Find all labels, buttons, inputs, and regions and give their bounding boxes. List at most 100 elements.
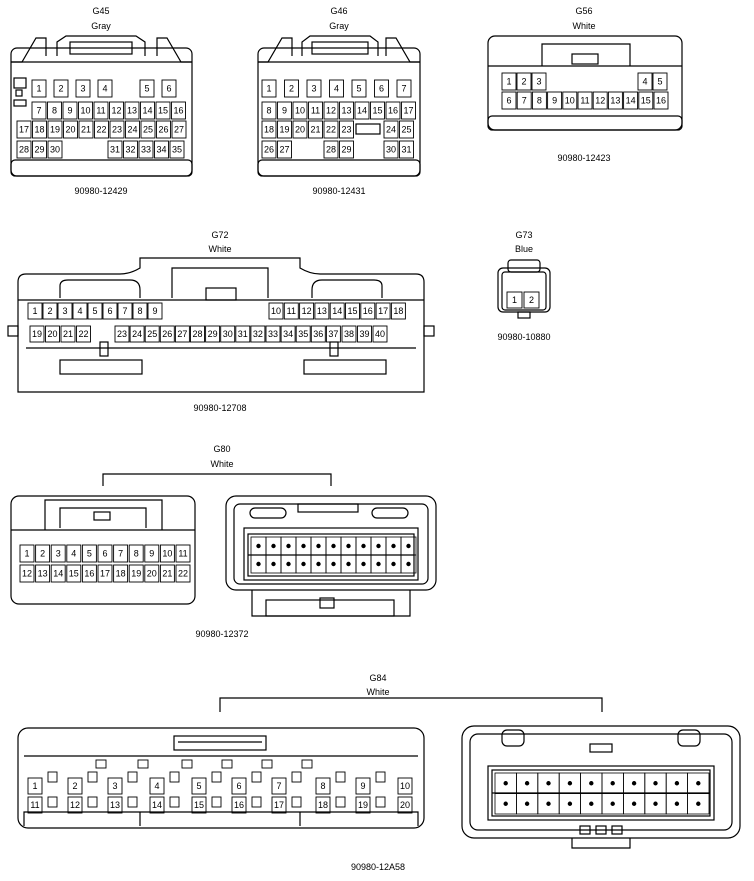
pin-cell: 16 (231, 796, 247, 814)
g84-bracket (219, 697, 603, 712)
pin-number: 4 (77, 306, 82, 316)
pin-number: 19 (131, 569, 141, 579)
terminal-dot (524, 801, 530, 806)
pin-number: 21 (81, 125, 91, 135)
pin-cell: 34 (154, 140, 169, 159)
pin-number: 26 (264, 145, 274, 155)
pin-number: 4 (102, 84, 107, 94)
g84-code: G84 (369, 673, 387, 683)
pin-cell: 13 (339, 101, 354, 120)
terminal-dot (610, 781, 615, 786)
slot (169, 771, 180, 783)
terminal-dot (316, 543, 321, 549)
pin-cell: 31 (107, 140, 123, 159)
pin-cell: 8 (47, 101, 62, 120)
pin-number: 3 (311, 84, 316, 94)
pin-cell: 14 (329, 302, 345, 320)
pin-cell: 2 (523, 291, 540, 309)
pin-cell: 20 (144, 564, 160, 583)
pin-cell: 7 (271, 777, 287, 795)
pin-cell: 28 (323, 140, 339, 159)
g56-color: White (572, 21, 596, 31)
pin-cell: 3 (50, 544, 66, 563)
pin-cell: 9 (144, 544, 160, 563)
pin-number: 15 (347, 306, 357, 316)
slot (87, 796, 98, 808)
slot (301, 759, 313, 769)
pin-number: 26 (162, 329, 172, 339)
pin-number: 15 (158, 106, 168, 116)
pin-cell: 2 (35, 544, 51, 563)
pin-cell: 27 (277, 140, 292, 159)
pin-number: 13 (110, 800, 120, 810)
pin-cell: 2 (42, 302, 58, 320)
g80-code: G80 (213, 444, 231, 454)
pin-number: 2 (521, 77, 526, 87)
pin-number: 20 (147, 569, 157, 579)
pin-number: 17 (100, 569, 110, 579)
g84-right-housing (461, 725, 741, 849)
pin-number: 18 (34, 125, 44, 135)
g56-housing (487, 35, 683, 131)
g73-housing (497, 259, 551, 319)
pin-number: 19 (279, 125, 289, 135)
terminal-dot (331, 543, 336, 549)
pin-number: 6 (236, 781, 241, 791)
pin-cell: 2 (53, 79, 69, 98)
pin-number: 7 (276, 781, 281, 791)
pin-cell: 5 (81, 544, 97, 563)
terminal-dot (346, 543, 351, 549)
terminal-dot (286, 543, 291, 549)
pin-number: 13 (127, 106, 137, 116)
pin-cell: 40 (372, 325, 388, 343)
pin-number: 11 (96, 106, 105, 116)
pin-cell: 10 (292, 101, 308, 120)
terminal-dot (376, 561, 381, 567)
pin-cell: 15 (638, 91, 654, 110)
terminal-dot (256, 543, 261, 549)
pin-number: 36 (313, 329, 323, 339)
pin-cell: 15 (345, 302, 360, 320)
pin-cell: 12 (323, 101, 339, 120)
pin-cell: 20 (292, 120, 308, 139)
slot (127, 771, 138, 783)
pin-number: 2 (289, 84, 294, 94)
g45-code: G45 (92, 6, 110, 16)
pin-number: 31 (110, 145, 120, 155)
pin-cell: 13 (124, 101, 140, 120)
pin-cell: 4 (66, 544, 82, 563)
pin-number: 5 (92, 306, 97, 316)
pin-number: 32 (253, 329, 263, 339)
pin-number: 19 (32, 329, 42, 339)
g73-color: Blue (514, 244, 534, 254)
g46-color: Gray (329, 21, 349, 31)
pin-number: 34 (156, 145, 166, 155)
pin-number: 13 (610, 96, 620, 106)
pin-cell: 3 (306, 79, 322, 98)
pin-cell: 25 (399, 120, 414, 139)
pin-cell: 7 (516, 91, 532, 110)
pin-number: 29 (34, 145, 44, 155)
pin-cell: 18 (390, 302, 406, 320)
g84-color: White (366, 687, 390, 697)
pin-cell: 19 (47, 120, 63, 139)
pin-cell: 2 (284, 79, 299, 98)
pin-number: 24 (127, 125, 137, 135)
pin-cell: 18 (32, 120, 47, 139)
g72-housing (7, 257, 435, 393)
pin-number: 12 (22, 569, 32, 579)
pin-number: 20 (400, 800, 410, 810)
pin-cell: 15 (155, 101, 171, 120)
pin-cell: 32 (123, 140, 138, 159)
terminal-dot (391, 561, 396, 567)
pin-number: 10 (162, 549, 172, 559)
pin-cell: 9 (147, 302, 163, 320)
terminal-dot (546, 781, 551, 786)
g56-code: G56 (575, 6, 593, 16)
pin-number: 5 (196, 781, 201, 791)
pin-number: 4 (71, 549, 76, 559)
pin-number: 6 (107, 306, 112, 316)
pin-number: 1 (36, 84, 41, 94)
pin-cell: 2 (516, 72, 532, 91)
pin-number: 1 (32, 306, 37, 316)
